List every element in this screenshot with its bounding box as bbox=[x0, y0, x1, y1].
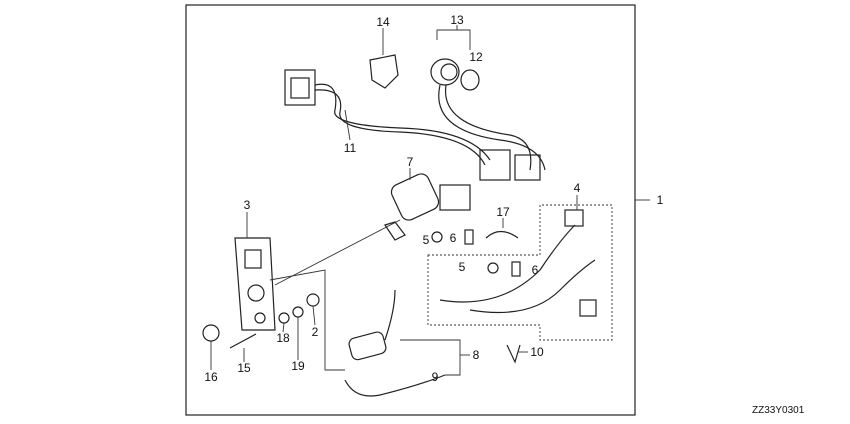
callout-5b[interactable]: 5 bbox=[459, 260, 466, 274]
callout-19[interactable]: 19 bbox=[291, 359, 305, 373]
callout-16[interactable]: 16 bbox=[204, 370, 218, 384]
callout-11[interactable]: 11 bbox=[344, 141, 357, 155]
diagram-code: ZZ33Y0301 bbox=[752, 405, 805, 416]
callout-3[interactable]: 3 bbox=[244, 198, 251, 212]
part-18-washer bbox=[278, 312, 290, 324]
callout-13[interactable]: 13 bbox=[450, 13, 464, 27]
part-13-buzzer bbox=[430, 58, 546, 171]
assembly-frame bbox=[185, 4, 636, 416]
callout-2[interactable]: 2 bbox=[312, 325, 319, 339]
callout-4[interactable]: 4 bbox=[574, 181, 581, 195]
part-10-clip bbox=[506, 344, 521, 364]
callout-12[interactable]: 12 bbox=[469, 50, 483, 64]
part-5-screw bbox=[431, 231, 443, 243]
part-9-cable bbox=[344, 374, 446, 397]
callout-6b[interactable]: 6 bbox=[532, 263, 539, 277]
callout-9[interactable]: 9 bbox=[432, 370, 439, 384]
callout-10[interactable]: 10 bbox=[530, 345, 544, 359]
part-7-key-switch bbox=[384, 173, 440, 241]
callout-1[interactable]: 1 bbox=[657, 193, 664, 207]
callout-5a[interactable]: 5 bbox=[423, 233, 430, 247]
part-4-harness bbox=[427, 204, 613, 341]
callout-18[interactable]: 18 bbox=[276, 331, 290, 345]
part-11-switch-harness bbox=[284, 69, 491, 166]
part-12-cap bbox=[460, 69, 480, 91]
part-8-sensor bbox=[348, 289, 396, 361]
connector-cluster bbox=[439, 149, 541, 211]
callout-7[interactable]: 7 bbox=[407, 155, 414, 169]
part-19-washer bbox=[292, 306, 304, 318]
callout-8[interactable]: 8 bbox=[473, 348, 480, 362]
callout-14[interactable]: 14 bbox=[376, 15, 390, 29]
part-6-spacer-b bbox=[511, 261, 521, 277]
callout-6a[interactable]: 6 bbox=[450, 231, 457, 245]
leader-lines bbox=[210, 25, 578, 376]
part-16-nut bbox=[202, 324, 220, 342]
callout-17[interactable]: 17 bbox=[496, 205, 510, 219]
part-6-spacer bbox=[464, 229, 474, 245]
part-2-nut bbox=[306, 293, 320, 307]
part-15-bolt bbox=[229, 333, 257, 349]
part-5-screw-b bbox=[487, 262, 499, 274]
part-3-panel bbox=[234, 237, 276, 331]
part-14-bracket bbox=[369, 54, 399, 89]
callout-15[interactable]: 15 bbox=[237, 361, 251, 375]
part-17-clamp bbox=[485, 230, 519, 239]
